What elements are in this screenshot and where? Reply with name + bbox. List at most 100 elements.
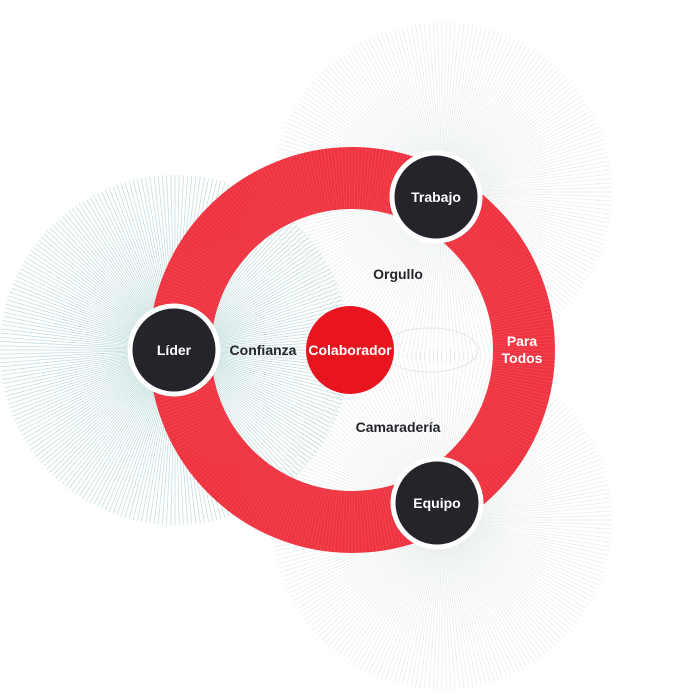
ring-texture-line: [216, 454, 258, 502]
ring-texture-line: [491, 371, 553, 383]
ring-texture-line: [313, 488, 326, 550]
ring-texture-line: [166, 267, 224, 293]
ring-texture-line: [158, 287, 218, 307]
ring-texture-line: [341, 147, 345, 210]
ring-texture-line: [334, 147, 340, 210]
ring-texture-line: [265, 165, 293, 223]
ring-texture-line: [462, 224, 513, 264]
ring-texture-line: [189, 434, 240, 473]
ring-texture-line: [376, 488, 388, 550]
ring-texture-line: [330, 490, 338, 552]
ring-texture-line: [337, 147, 343, 210]
ring-texture-line: [299, 486, 316, 547]
ring-texture-line: [226, 460, 266, 511]
ring-texture-line: [479, 409, 537, 437]
ring-texture-line: [208, 206, 253, 251]
ring-texture-line: [181, 239, 234, 274]
ring-texture-line: [224, 192, 264, 241]
ring-texture-line: [309, 151, 323, 213]
ring-texture-line: [461, 222, 510, 262]
ring-texture-line: [177, 422, 232, 455]
ring-texture-line: [487, 293, 548, 312]
ring-texture-line: [241, 468, 276, 521]
ring-texture-line: [471, 424, 525, 458]
ring-texture-line: [172, 254, 228, 285]
ring-texture-line: [292, 484, 312, 545]
node-lider: Líder: [127, 303, 221, 397]
ring-texture-line: [166, 407, 224, 433]
ring-texture-line: [456, 214, 504, 256]
ring-texture-line: [492, 335, 555, 341]
ring-texture-line: [256, 474, 287, 530]
ring-texture-line: [488, 383, 550, 400]
center-circle: [306, 306, 394, 394]
ring-texture-line: [461, 438, 510, 478]
ring-texture-line: [476, 415, 532, 446]
ring-texture-line: [480, 407, 538, 433]
ring-texture-line: [491, 317, 553, 329]
ring-texture-line: [330, 148, 338, 210]
ring-texture-line: [368, 148, 377, 211]
ring-texture-line: [189, 227, 240, 266]
ring-texture-line: [480, 267, 538, 293]
ring-texture-line: [492, 346, 556, 348]
ring-texture-line: [490, 314, 552, 326]
ring-texture-line: [492, 328, 554, 336]
ring-texture-line: [232, 185, 270, 237]
ring-texture-line: [492, 339, 555, 343]
ring-texture-line: [477, 413, 534, 443]
ring-texture-line: [359, 147, 363, 210]
ring-texture-line: [279, 481, 302, 540]
ring-texture-line: [479, 263, 537, 291]
ring-texture-line: [473, 248, 528, 280]
ring-texture-line: [218, 196, 260, 244]
ring-texture-line: [489, 307, 551, 321]
ring-texture-line: [451, 206, 496, 251]
ring-texture-line: [475, 251, 530, 282]
label-todos: Todos: [502, 350, 543, 366]
ring-label-para-todos: Para Todos: [502, 333, 543, 366]
ring-texture-line: [383, 152, 398, 213]
ring-texture-line: [459, 219, 508, 260]
ring-texture-line: [156, 388, 217, 407]
ring-texture-line: [208, 449, 253, 494]
ring-texture-line: [181, 426, 234, 461]
ring-texture-line: [354, 490, 356, 554]
node-trabajo-label: Trabajo: [411, 189, 461, 205]
ring-texture-line: [371, 489, 381, 552]
ring-texture-line: [162, 277, 221, 300]
ring-texture-line: [492, 352, 556, 354]
ring-texture-line: [282, 482, 305, 541]
ring-texture-line: [247, 175, 280, 230]
ring-texture-line: [265, 477, 293, 535]
ring-texture-line: [488, 297, 549, 314]
ring-texture-line: [468, 236, 521, 272]
ring-texture-line: [156, 293, 217, 312]
ring-texture-line: [253, 473, 284, 528]
ring-texture-line: [200, 444, 248, 486]
ring-texture-line: [183, 428, 236, 464]
ring-texture-line: [205, 208, 251, 253]
ring-texture-line: [161, 397, 220, 420]
label-camaraderia: Camaradería: [356, 419, 441, 435]
ring-texture-line: [250, 174, 282, 229]
ring-texture-line: [373, 489, 385, 551]
ring-texture-line: [205, 447, 251, 492]
ring-texture-line: [316, 150, 328, 212]
ring-texture-line: [473, 420, 528, 452]
ring-texture-line: [486, 290, 547, 310]
ring-texture-line: [492, 342, 555, 346]
ring-texture-line: [491, 325, 554, 334]
ring-texture-line: [275, 161, 300, 220]
ring-texture-line: [238, 181, 274, 234]
ring-texture-line: [218, 456, 260, 504]
ring-texture-line: [235, 183, 272, 235]
ring-texture-line: [196, 440, 245, 481]
ring-texture-line: [275, 480, 300, 539]
ring-texture-line: [172, 415, 228, 446]
ring-texture-line: [484, 280, 543, 303]
ring-texture-line: [483, 277, 542, 300]
ring-texture-line: [198, 216, 246, 258]
ring-texture-line: [483, 400, 542, 423]
ring-texture-line: [470, 239, 523, 274]
